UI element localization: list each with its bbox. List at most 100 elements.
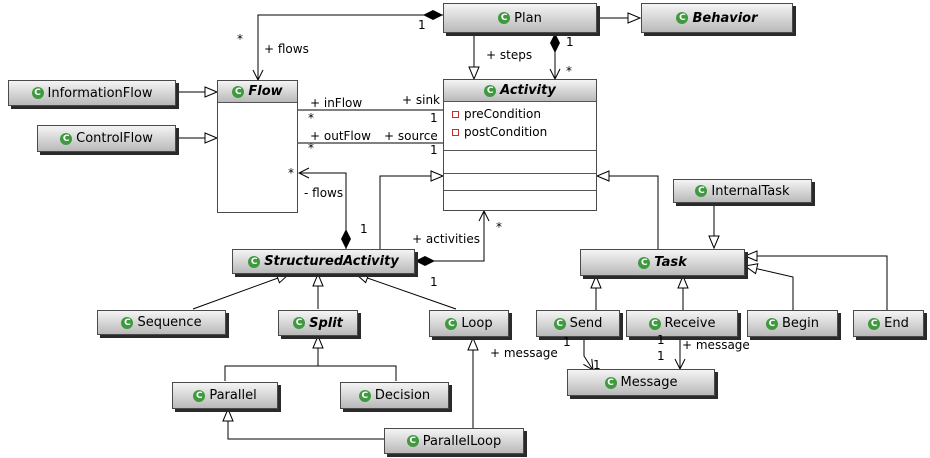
class-icon: C <box>121 316 134 329</box>
class-name: Task <box>654 255 687 270</box>
class-icon: C <box>193 389 206 402</box>
parallelloop-parallel-edge <box>228 409 384 440</box>
multiplicity: * <box>237 32 243 46</box>
class-icon: C <box>648 317 661 330</box>
class-icon: C <box>248 255 261 268</box>
parallel-split-edge <box>224 336 318 381</box>
role-label: + steps <box>486 48 533 62</box>
class-icon: C <box>765 317 778 330</box>
class-icon: C <box>695 185 708 197</box>
structured-activity-edge <box>379 176 443 249</box>
class-icon: C <box>553 317 566 330</box>
class-icon: C <box>484 84 497 97</box>
class-name: Decision <box>374 388 431 403</box>
class-icon: C <box>868 317 881 330</box>
role-label: + inFlow <box>310 96 363 110</box>
class-name: Split <box>309 315 343 331</box>
multiplicity: 1 <box>418 18 426 32</box>
loop-structured-edge <box>356 274 457 310</box>
attribute-name: preCondition <box>464 107 541 121</box>
multiplicity: * <box>308 141 314 155</box>
compartment-divider <box>444 190 596 191</box>
role-label: + message <box>682 338 750 352</box>
class-name: Loop <box>461 316 493 331</box>
class-name: Message <box>620 375 678 390</box>
role-label: + activities <box>412 232 480 246</box>
multiplicity: 1 <box>657 333 665 347</box>
sequence-structured-edge <box>192 274 289 310</box>
class-icon: C <box>232 85 245 98</box>
end-task-edge <box>745 256 888 310</box>
structured-flows-edge <box>299 173 346 249</box>
attribute-precondition: preCondition <box>452 107 541 121</box>
compartment-divider <box>444 150 596 151</box>
attribute-postcondition: postCondition <box>452 125 547 139</box>
task-activity-edge <box>597 176 659 249</box>
role-label: + message <box>490 346 558 360</box>
class-name: StructuredActivity <box>264 254 399 269</box>
class-name: Parallel <box>209 388 257 403</box>
class-icon: C <box>638 256 651 269</box>
send-message-edge <box>584 337 593 370</box>
class-name: End <box>884 316 909 331</box>
attribute-icon <box>452 128 459 136</box>
multiplicity: * <box>566 64 572 78</box>
class-icon: C <box>498 12 511 24</box>
class-name: Behavior <box>692 10 758 26</box>
class-name: ControlFlow <box>76 131 153 146</box>
class-name: Plan <box>514 10 542 26</box>
multiplicity: * <box>288 166 294 180</box>
decision-split-edge <box>318 365 397 381</box>
class-name: Begin <box>781 316 820 331</box>
class-name: InformationFlow <box>47 85 153 101</box>
class-icon: C <box>293 317 306 329</box>
plan-flows-edge <box>258 15 443 80</box>
class-name: ParallelLoop <box>422 433 502 449</box>
multiplicity: 1 <box>657 349 665 363</box>
multiplicity: 1 <box>360 222 368 236</box>
structured-activities-edge <box>415 211 484 261</box>
class-icon: C <box>60 132 73 145</box>
multiplicity: 1 <box>563 335 571 349</box>
class-name: Activity <box>500 83 556 98</box>
class-icon: C <box>31 87 44 99</box>
multiplicity: * <box>496 220 502 234</box>
multiplicity: 1 <box>566 35 574 49</box>
role-label: + outFlow <box>310 129 371 143</box>
compartment-divider <box>444 173 596 174</box>
begin-task-edge <box>745 266 794 310</box>
class-icon: C <box>604 376 617 389</box>
class-name: Send <box>569 316 603 331</box>
multiplicity: 1 <box>430 275 438 289</box>
class-icon: C <box>406 435 419 447</box>
class-icon: C <box>676 12 689 24</box>
class-icon: C <box>358 389 371 402</box>
attribute-icon <box>452 110 459 118</box>
class-icon: C <box>445 317 458 330</box>
multiplicity: 1 <box>430 143 438 157</box>
multiplicity: * <box>308 111 314 125</box>
class-name: Receive <box>664 316 716 331</box>
multiplicity: 1 <box>430 111 438 125</box>
attribute-name: postCondition <box>464 125 548 139</box>
